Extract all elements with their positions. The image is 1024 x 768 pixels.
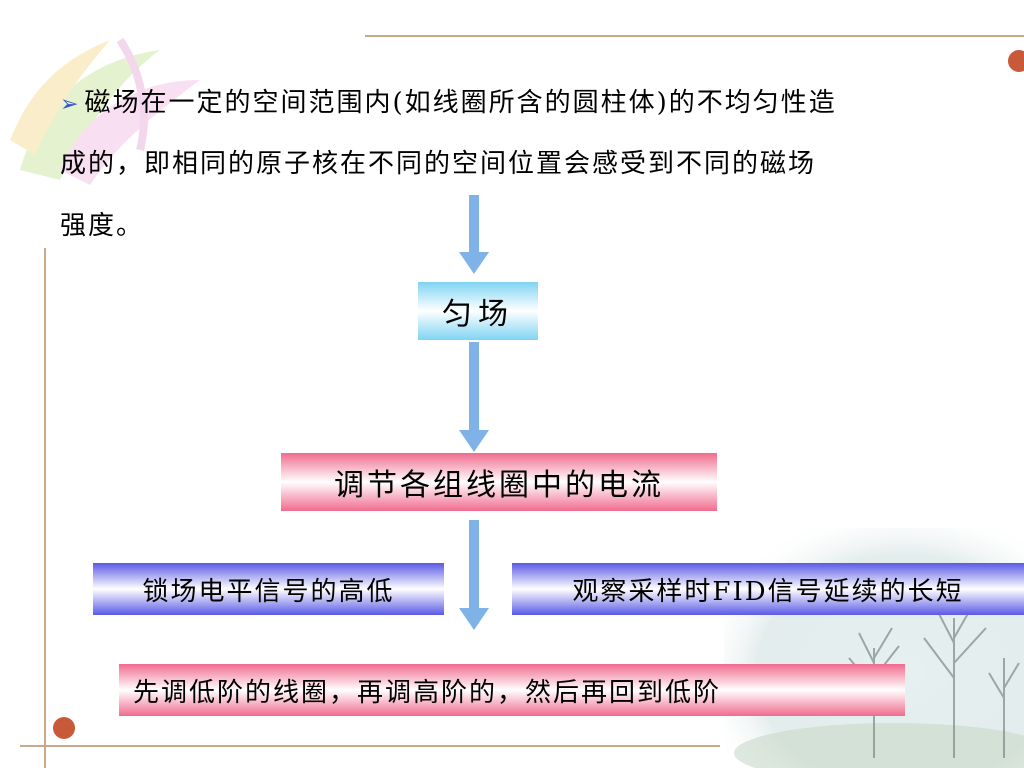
- flow-arrow-3-head: [459, 608, 489, 630]
- flow-arrow-3-shaft: [469, 520, 479, 610]
- flow-arrow-1-head: [459, 252, 489, 274]
- decorative-leaf-swirl: [10, 37, 200, 185]
- flow-arrow-2-head: [459, 430, 489, 452]
- left-vertical-line: [44, 248, 46, 768]
- bullet-arrow-icon: ➢: [60, 92, 81, 117]
- intro-text-1: 磁场在一定的空间范围内(如线圈所含的圆柱体)的不均匀性造: [84, 88, 837, 118]
- fid-duration-box: 观察采样时FID信号延续的长短: [512, 563, 1024, 615]
- top-divider-line: [365, 35, 1024, 37]
- intro-line-1: ➢磁场在一定的空间范围内(如线圈所含的圆柱体)的不均匀性造: [60, 82, 837, 119]
- adjust-coil-current-box: 调节各组线圈中的电流: [281, 453, 717, 511]
- lock-signal-level-box: 锁场电平信号的高低: [93, 563, 444, 615]
- uniform-field-box: 匀场: [418, 282, 538, 340]
- flow-arrow-1-shaft: [469, 195, 479, 253]
- intro-line-2: 成的，即相同的原子核在不同的空间位置会感受到不同的磁场: [60, 149, 817, 179]
- coil-order-box: 先调低阶的线圈，再调高阶的，然后再回到低阶: [119, 664, 905, 716]
- bottom-left-dot: [53, 717, 75, 739]
- bottom-divider-line: [20, 745, 720, 747]
- top-right-dot: [1008, 50, 1024, 72]
- flow-arrow-2-shaft: [469, 342, 479, 432]
- intro-line-3: 强度。: [60, 211, 145, 241]
